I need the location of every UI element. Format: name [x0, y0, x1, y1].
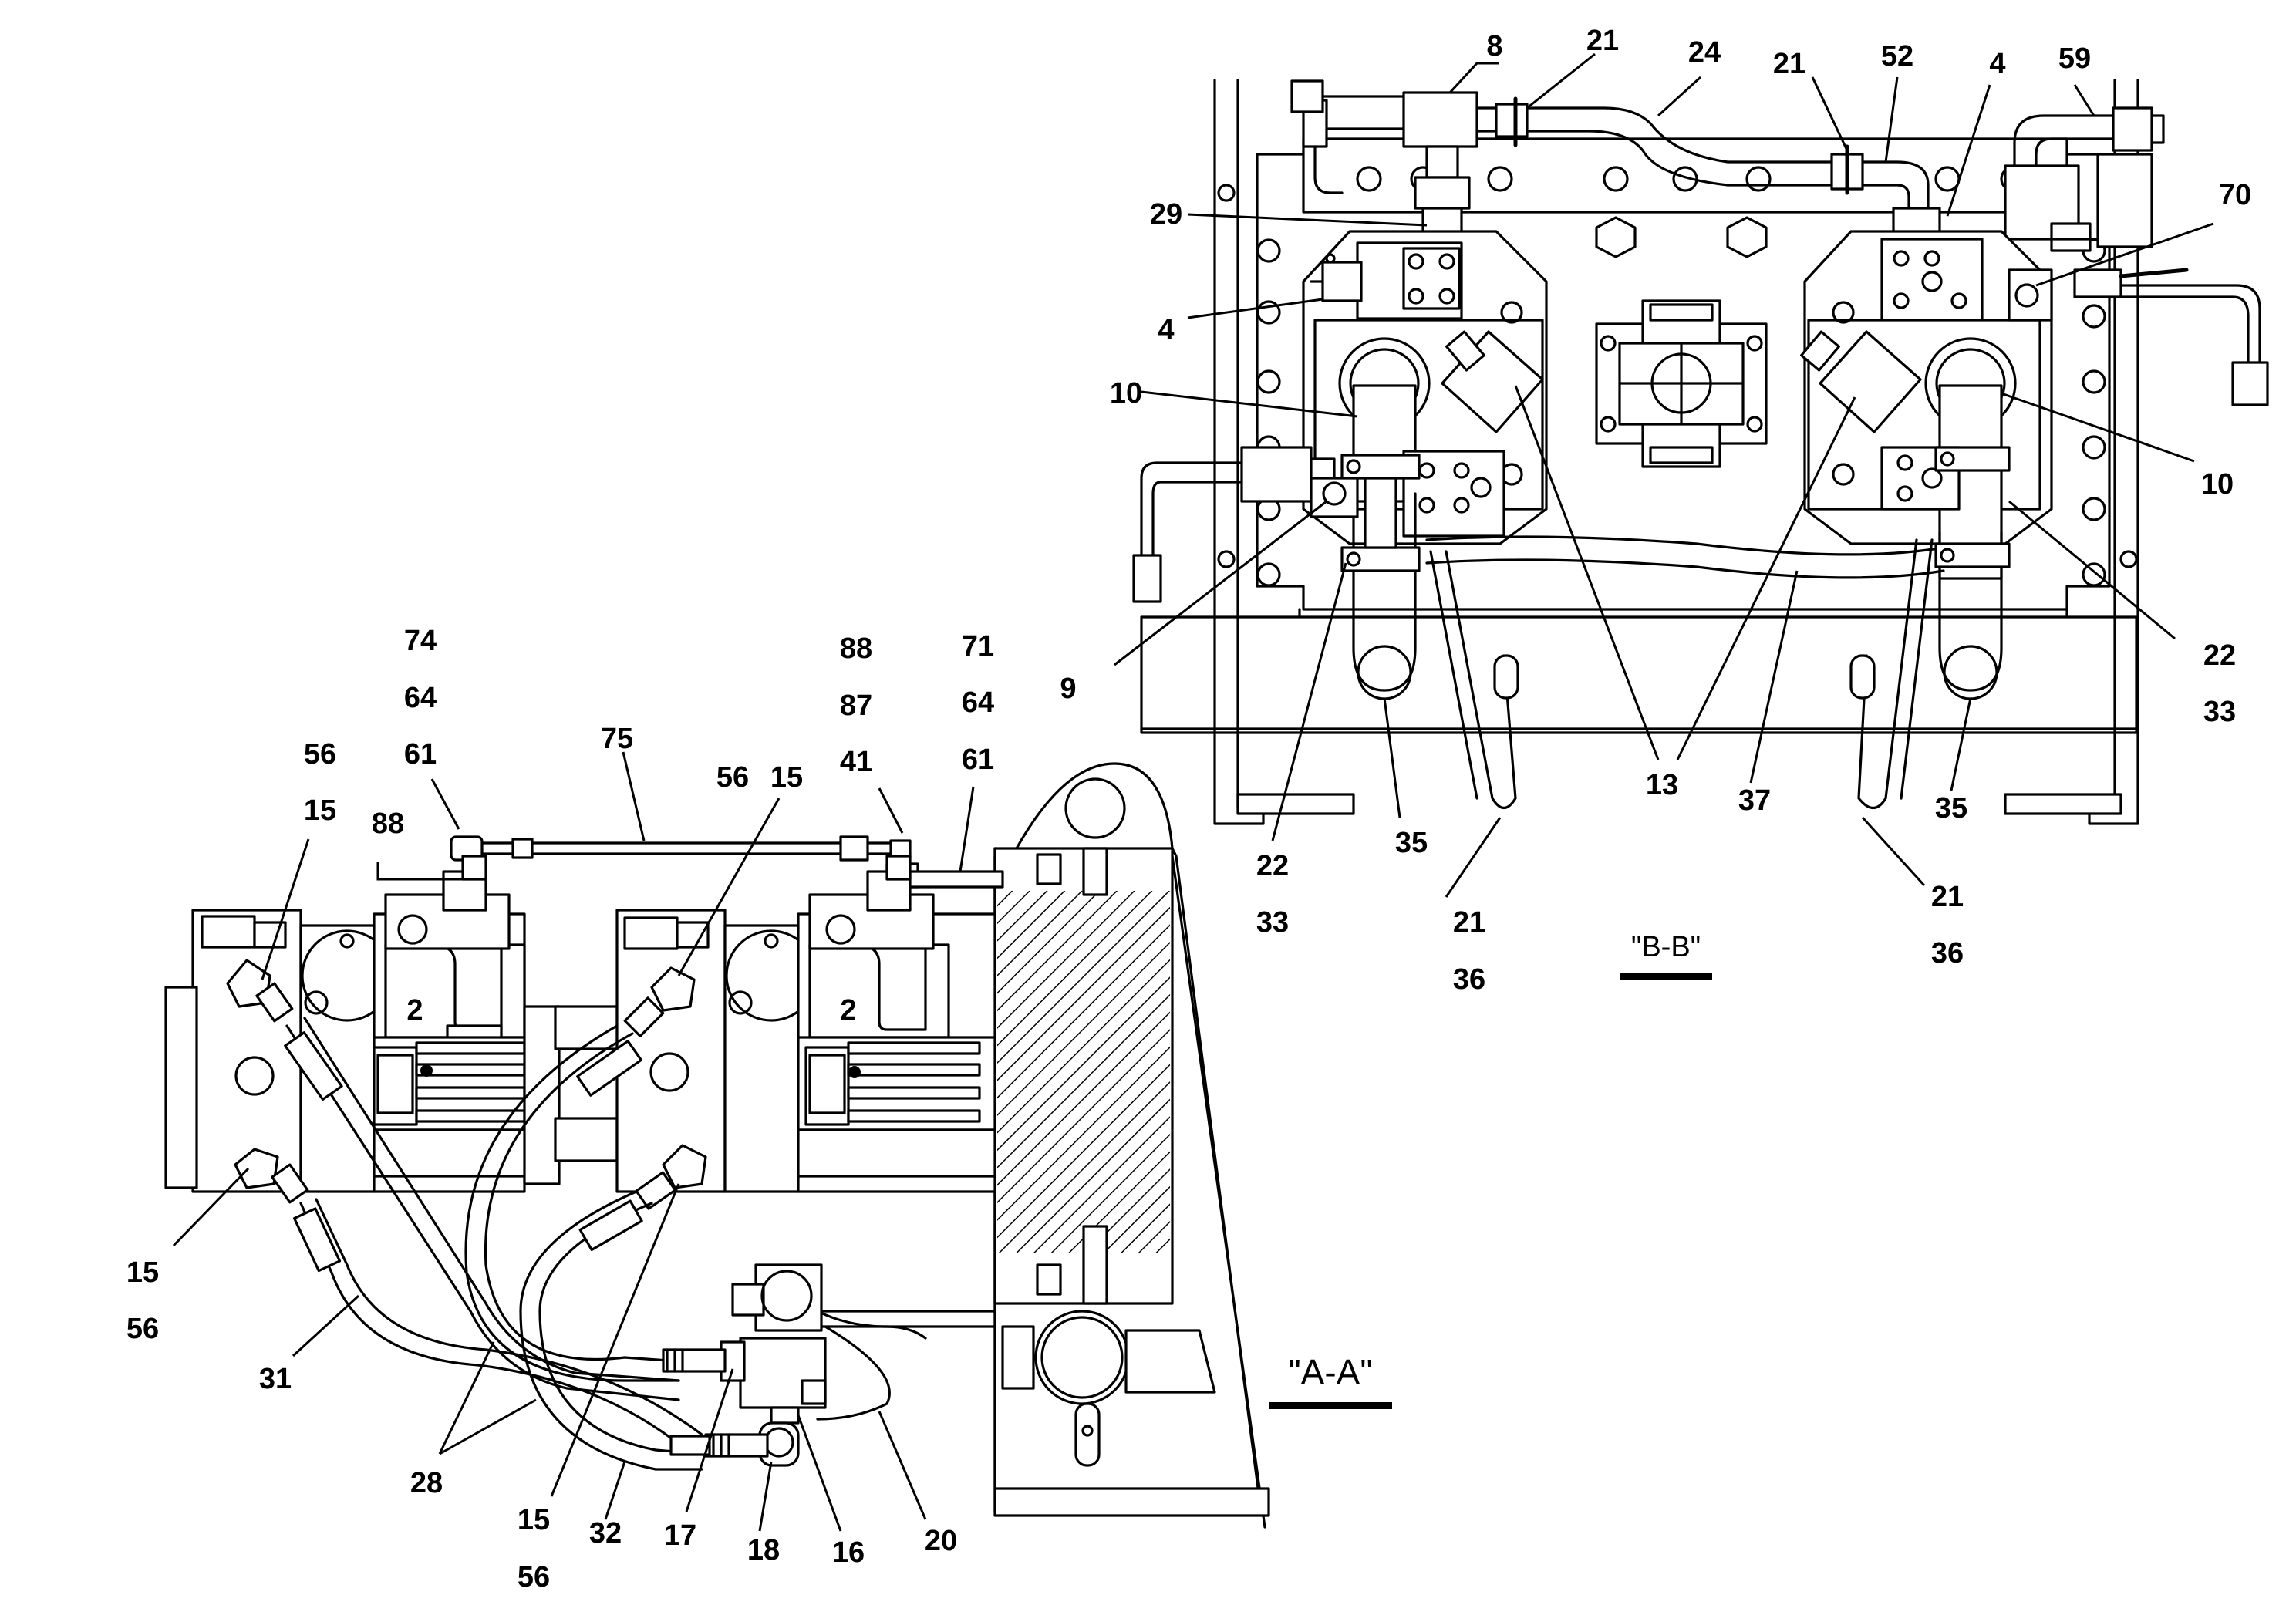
callout-21-left: 21: [1453, 906, 1485, 939]
callout-21-top-right: 21: [1773, 48, 1805, 80]
callout-15-top-mid: 15: [770, 761, 803, 794]
section-b-label: "B-B": [1620, 931, 1712, 980]
center-coupling: [1595, 299, 1768, 468]
leaders-a: [172, 751, 975, 1532]
callout-15-bottom-left: 15: [126, 1256, 159, 1289]
callout-4-top: 4: [1989, 48, 2005, 80]
callout-75: 75: [601, 723, 633, 755]
callout-61-right: 61: [962, 744, 994, 776]
hoses-b: [1352, 492, 2003, 810]
callouts-a: 74 64 61 56 15 88 75 56 15 88 87 41 71 6…: [126, 625, 994, 1593]
callouts-b: 8 21 24 21 52 4 59 70 29 4 10 10 9 22 33…: [1060, 25, 2251, 996]
callout-36-right: 36: [1931, 937, 1964, 969]
callout-16: 16: [832, 1536, 865, 1569]
fittings-a: [226, 959, 707, 1210]
callout-70: 70: [2219, 179, 2251, 211]
callout-74: 74: [404, 625, 437, 657]
callout-35-right: 35: [1935, 792, 1967, 824]
callout-37: 37: [1738, 784, 1771, 817]
callout-24: 24: [1688, 36, 1721, 69]
callout-18: 18: [747, 1534, 780, 1566]
left-pump-a: 2: [164, 855, 619, 1193]
pump-mark-left: 2: [406, 994, 423, 1027]
valve-block-a: [662, 1263, 827, 1467]
frame-b: [1140, 79, 2139, 825]
callout-59: 59: [2058, 42, 2091, 75]
callout-10-right: 10: [2201, 468, 2234, 501]
leaders-b: [1114, 52, 2214, 898]
callout-22-right: 22: [2203, 639, 2236, 672]
callout-56-bottom-left: 56: [126, 1313, 159, 1345]
callout-4-left: 4: [1158, 314, 1174, 346]
return-line-a: [816, 1310, 996, 1421]
callout-8: 8: [1486, 30, 1502, 62]
right-pump-a: 2: [615, 855, 996, 1193]
section-a-view: 2 2: [126, 625, 1392, 1593]
callout-9: 9: [1060, 673, 1076, 705]
hoses-a: [284, 1017, 703, 1471]
callout-17: 17: [664, 1519, 696, 1552]
callout-52: 52: [1881, 40, 1913, 73]
callout-64-left: 64: [404, 682, 437, 714]
pump-mark-right: 2: [840, 994, 856, 1027]
section-b-view: "B-B" 8 21 24 21 52 4 59 70 29 4 10 10 9…: [1060, 25, 2269, 996]
callout-33-left: 33: [1256, 906, 1289, 939]
callout-56-top-mid: 56: [716, 761, 749, 794]
callout-21-top-left: 21: [1586, 25, 1619, 57]
callout-13: 13: [1646, 769, 1678, 801]
callout-22-left: 22: [1256, 850, 1289, 882]
callout-88-right: 88: [840, 632, 872, 665]
callout-56-top-left: 56: [304, 738, 336, 771]
callout-15-bottom-mid: 15: [518, 1504, 550, 1536]
bracket-a: [993, 762, 1270, 1529]
filter-a: [1001, 1310, 1216, 1467]
section-a-label: "A-A": [1269, 1352, 1392, 1409]
callout-56-bottom-mid: 56: [518, 1561, 550, 1593]
callout-28: 28: [410, 1467, 443, 1499]
callout-20: 20: [925, 1525, 957, 1557]
callout-88-left: 88: [372, 808, 404, 840]
section-b-title: "B-B": [1631, 931, 1701, 963]
section-a-title: "A-A": [1288, 1352, 1372, 1392]
callout-71: 71: [962, 630, 994, 663]
tie-rod-a: [450, 835, 1004, 889]
callout-29: 29: [1150, 198, 1182, 231]
connectors-b: [1132, 222, 2269, 603]
callout-32: 32: [589, 1517, 622, 1549]
callout-35-left: 35: [1395, 827, 1428, 859]
callout-31: 31: [259, 1363, 292, 1395]
callout-33-right: 33: [2203, 696, 2236, 728]
top-tube-assembly: [1290, 79, 2165, 248]
callout-15-top-left: 15: [304, 794, 336, 827]
callout-36-left: 36: [1453, 963, 1485, 996]
callout-21-right: 21: [1931, 881, 1964, 913]
callout-61-left: 61: [404, 738, 437, 771]
callout-87: 87: [840, 690, 872, 722]
callout-10-left: 10: [1110, 377, 1142, 410]
callout-64-right: 64: [962, 686, 994, 719]
clamps-b: [1340, 446, 2011, 572]
callout-41: 41: [840, 746, 872, 778]
